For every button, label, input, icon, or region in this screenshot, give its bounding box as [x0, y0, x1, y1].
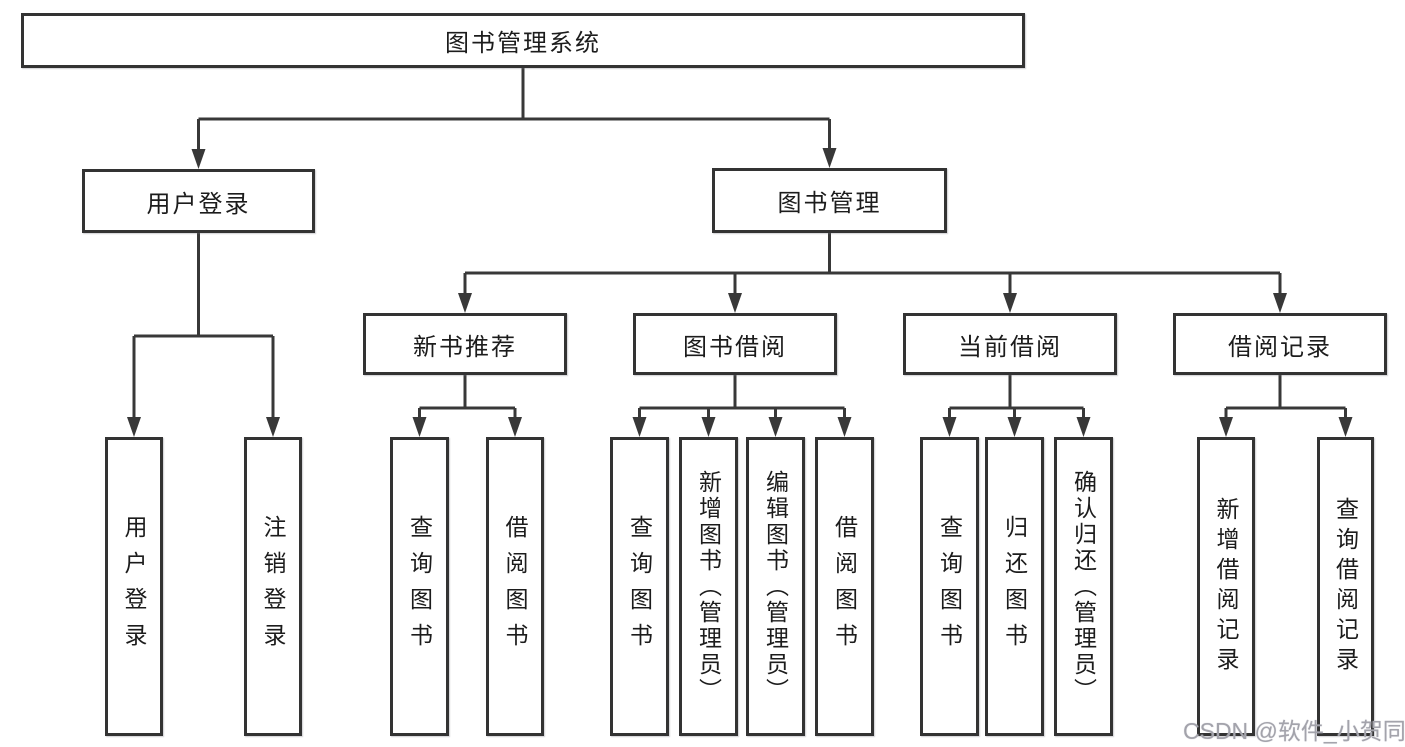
- node-book-borrow: 图书借阅: [633, 313, 837, 375]
- arrow-icon: [458, 293, 472, 313]
- leaf-query-books-borrow: 查询图书: [610, 437, 669, 736]
- node-label: 借阅图书: [502, 514, 528, 659]
- connector-bookborrow-branch: [638, 375, 846, 420]
- arrow-icon: [127, 417, 141, 437]
- arrow-icon: [1219, 417, 1233, 437]
- leaf-query-books-recommend: 查询图书: [390, 437, 449, 736]
- node-label: 查询图书: [626, 514, 653, 659]
- node-new-book-recommend: 新书推荐: [363, 313, 567, 375]
- node-current-borrow: 当前借阅: [903, 313, 1117, 375]
- arrow-icon: [1076, 417, 1091, 437]
- node-label: 查询图书: [406, 514, 433, 659]
- node-borrow-records: 借阅记录: [1173, 313, 1387, 375]
- leaf-logout: 注销登录: [244, 437, 302, 736]
- arrow-icon: [412, 417, 427, 437]
- node-label: 借阅图书: [831, 514, 858, 659]
- node-label: 用户登录: [146, 190, 251, 218]
- node-book-management-module: 图书管理: [712, 168, 947, 233]
- arrow-icon: [837, 417, 852, 437]
- connector-records-branch: [1224, 375, 1347, 420]
- arrow-icon: [768, 417, 783, 437]
- connector-currentborrow-branch: [948, 375, 1085, 420]
- arrow-icon: [942, 417, 957, 437]
- node-label: 借阅记录: [1228, 333, 1332, 361]
- leaf-borrow-books: 借阅图书: [815, 437, 874, 736]
- arrow-icon: [632, 417, 647, 437]
- node-label: 图书管理: [777, 190, 882, 217]
- connector-root-trunk: [197, 68, 831, 151]
- arrow-icon: [266, 417, 280, 437]
- node-user-login-module: 用户登录: [82, 169, 315, 233]
- connector-userlogin-branch: [132, 233, 275, 420]
- leaf-confirm-return-admin: 确认归还（管理员）: [1054, 437, 1113, 736]
- node-label: 当前借阅: [958, 333, 1062, 361]
- arrow-icon: [822, 148, 837, 168]
- arrow-icon: [728, 293, 742, 313]
- arrowheads: [127, 148, 1353, 437]
- node-label: 查询借阅记录: [1332, 496, 1359, 677]
- node-label: 图书管理系统: [445, 30, 601, 57]
- node-label: 查询图书: [936, 514, 963, 659]
- node-label: 确认归还（管理员）: [1070, 469, 1097, 704]
- arrow-icon: [1273, 293, 1287, 313]
- leaf-user-login: 用户登录: [105, 437, 163, 736]
- leaf-query-books-current: 查询图书: [920, 437, 979, 736]
- arrow-icon: [1003, 293, 1017, 313]
- leaf-add-borrow-record: 新增借阅记录: [1197, 437, 1255, 736]
- leaf-edit-books-admin: 编辑图书（管理员）: [746, 437, 805, 736]
- leaf-borrow-books-recommend: 借阅图书: [486, 437, 544, 736]
- node-root-library-system: 图书管理系统: [21, 13, 1025, 68]
- leaf-return-books: 归还图书: [985, 437, 1044, 736]
- node-label: 新书推荐: [413, 333, 517, 361]
- node-label: 新增图书（管理员）: [695, 469, 722, 704]
- arrow-icon: [1338, 417, 1353, 437]
- csdn-watermark: CSDN @软件_小贺同学: [1183, 718, 1405, 744]
- node-label: 图书借阅: [683, 333, 787, 361]
- arrow-icon: [1007, 417, 1022, 437]
- leaf-add-books-admin: 新增图书（管理员）: [679, 437, 738, 736]
- node-label: 用户登录: [121, 514, 147, 659]
- node-label: 编辑图书（管理员）: [762, 469, 789, 704]
- connector-newbook-branch: [418, 375, 517, 420]
- arrow-icon: [191, 149, 206, 169]
- node-label: 注销登录: [260, 514, 286, 659]
- node-label: 归还图书: [1001, 514, 1028, 659]
- arrow-icon: [701, 417, 716, 437]
- node-label: 新增借阅记录: [1213, 496, 1239, 677]
- connector-bookmgmt-branch: [463, 233, 1282, 296]
- arrow-icon: [508, 417, 522, 437]
- leaf-query-borrow-record: 查询借阅记录: [1317, 437, 1374, 736]
